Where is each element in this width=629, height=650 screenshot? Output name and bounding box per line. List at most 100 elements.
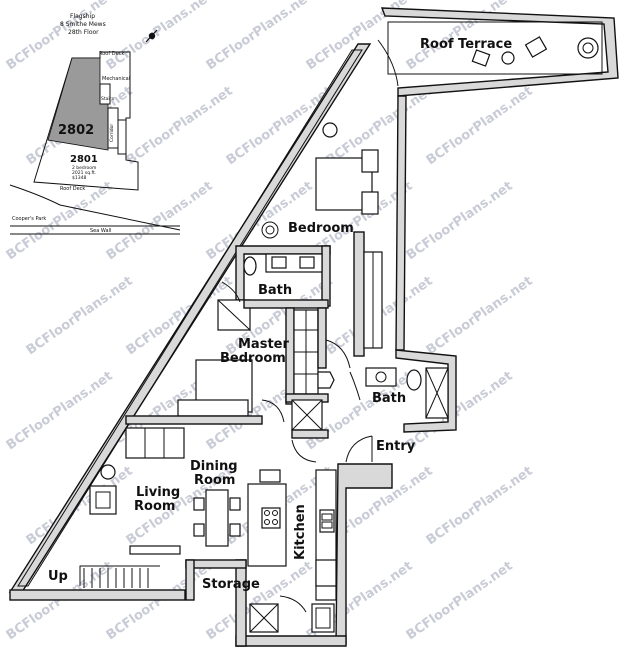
key-floor: 28th Floor: [68, 29, 99, 36]
storage-door-swing: [279, 595, 307, 613]
terrace-chair-2-icon: [471, 49, 491, 67]
key-plan: Flagship 8 Smithe Mews 28th Floor Roof D…: [9, 13, 181, 235]
master-entry-swing: [261, 399, 285, 423]
key-building: Flagship: [70, 13, 95, 20]
key-stairs-label: Stairs: [101, 96, 114, 102]
toilet-icon: [243, 256, 257, 276]
stairs: Up: [48, 545, 181, 588]
living-column: [100, 464, 116, 480]
bedroom: Bedroom: [261, 122, 379, 239]
bedroom-nightstand: [361, 149, 379, 173]
key-park: Cooper's Park: [12, 216, 46, 222]
key-roof-deck-bottom: Roof Deck: [60, 186, 85, 192]
entry-label: Entry: [376, 439, 416, 454]
dining-chair-2: [193, 523, 205, 537]
key-shoreline: [9, 184, 181, 231]
watermark-text: BCFloorPlans.net: [224, 84, 336, 169]
watermark-text: BCFloorPlans.net: [424, 464, 536, 549]
sofa-icon: [125, 427, 185, 459]
bedroom-nightstand-2: [361, 191, 379, 215]
up-label: Up: [48, 569, 68, 584]
living-dining: Dining Room Living Room: [89, 427, 241, 547]
key-roof-deck-top: Roof Deck: [99, 51, 124, 57]
bedroom-column: [322, 122, 338, 138]
watermark-text: BCFloorPlans.net: [404, 559, 516, 644]
terrace-table-icon: [501, 51, 515, 65]
roof-terrace: Roof Terrace: [377, 21, 603, 87]
bath-door-swing: [221, 281, 241, 303]
terrace-chair-icon: [524, 36, 548, 58]
entry-door-swing: [345, 435, 373, 463]
key-unit-2801-desc1: 2 bedroom: [72, 165, 96, 171]
key-mechanical: Mechanical: [102, 76, 130, 82]
terrace-door-swing: [377, 39, 399, 87]
master-door-swing: [325, 339, 351, 369]
living-label-1: Living: [136, 485, 180, 500]
storage: Storage: [185, 559, 335, 633]
bath-lower-toilet-icon: [406, 369, 422, 391]
master-closet: [285, 307, 351, 405]
island-stool: [259, 469, 281, 483]
bath-lower: Bath: [349, 367, 449, 419]
dining-chair-1: [193, 497, 205, 511]
bedroom-plant-icon: [261, 221, 279, 239]
bath-lower-label: Bath: [372, 391, 406, 406]
key-unit-2802-label: 2802: [58, 123, 94, 138]
dining-chair-3: [229, 497, 241, 511]
terrace-deck: [387, 21, 603, 75]
watermark-text: BCFloorPlans.net: [104, 559, 216, 644]
stair-rail: [129, 545, 181, 555]
compass-icon: [145, 29, 158, 43]
entry: Entry: [291, 435, 416, 463]
stair-arrow: [79, 565, 160, 586]
bath-upper-label: Bath: [258, 283, 292, 298]
watermark-text: BCFloorPlans.net: [424, 274, 536, 359]
stair-treads: [83, 568, 149, 588]
watermark-text: BCFloorPlans.net: [124, 84, 236, 169]
key-core: [117, 119, 127, 155]
watermark-text: BCFloorPlans.net: [404, 179, 516, 264]
bedroom-label: Bedroom: [288, 221, 354, 236]
watermark-text: BCFloorPlans.net: [104, 179, 216, 264]
kitchen: Kitchen: [247, 469, 337, 601]
dining-chair-4: [229, 523, 241, 537]
master-bedroom: Master Bedroom: [125, 337, 289, 425]
fridge-icon: [315, 559, 337, 587]
kitchen-sink-icon: [319, 509, 335, 533]
dining-label-2: Room: [194, 473, 235, 488]
master-dresser: [177, 399, 249, 417]
sink-icon: [271, 256, 287, 269]
watermark-text: BCFloorPlans.net: [324, 84, 436, 169]
watermark-text: BCFloorPlans.net: [424, 84, 536, 169]
closet-right: [353, 231, 383, 357]
bath-lower-sink-icon: [365, 367, 397, 387]
bath-upper: Bath: [217, 245, 331, 331]
hall-arrow-icon: [317, 371, 335, 389]
watermark-text: BCFloorPlans.net: [4, 369, 116, 454]
water-heater-icon: [311, 603, 335, 633]
exterior-walls: [8, 7, 619, 647]
roof-terrace-label: Roof Terrace: [420, 37, 512, 52]
key-seawall: Sea Wall: [90, 228, 111, 234]
key-address: 8 Smithe Mews: [60, 21, 106, 28]
key-unit-2801-desc2: 2021 sq.ft.: [72, 170, 96, 176]
storage-label: Storage: [202, 577, 260, 592]
cooktop-icon: [261, 507, 281, 529]
laundry: [285, 393, 329, 439]
armchair-icon: [89, 485, 117, 515]
sink-2-icon: [299, 256, 315, 269]
watermark-text: BCFloorPlans.net: [104, 0, 216, 73]
watermark-text: BCFloorPlans.net: [24, 464, 136, 549]
dining-table-icon: [205, 489, 229, 547]
key-unit-2801-desc3: $1348: [72, 175, 86, 181]
key-stairs: [99, 83, 111, 105]
watermark-text: BCFloorPlans.net: [24, 274, 136, 359]
master-bedroom-label-2: Bedroom: [220, 351, 286, 366]
dining-label-1: Dining: [190, 459, 238, 474]
watermark-text: BCFloorPlans.net: [204, 0, 316, 73]
master-bedroom-label-1: Master: [238, 337, 289, 352]
living-label-2: Room: [134, 499, 175, 514]
terrace-plant-icon: [577, 37, 599, 59]
key-corridor-label: Corridor: [109, 124, 115, 142]
